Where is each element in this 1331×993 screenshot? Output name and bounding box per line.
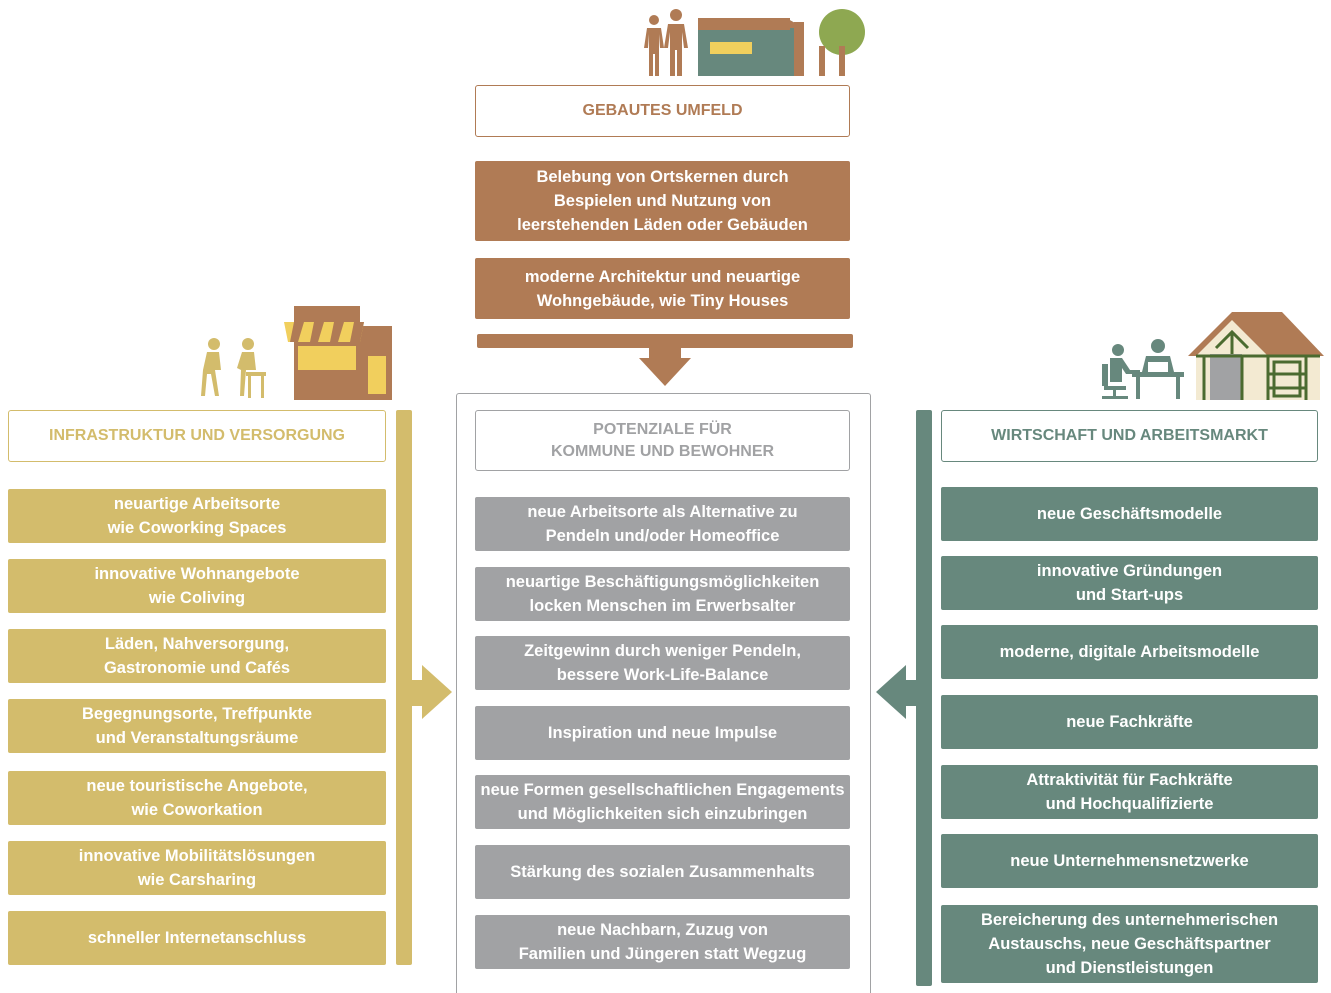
- right-item: Bereicherung des unternehmerischen Austa…: [941, 905, 1318, 983]
- middle-header: POTENZIALE FÜR KOMMUNE UND BEWOHNER: [475, 410, 850, 471]
- left-item: innovative Mobilitätslösungen wie Carsha…: [8, 841, 386, 895]
- middle-item: Inspiration und neue Impulse: [475, 706, 850, 760]
- right-item: neue Unternehmensnetzwerke: [941, 834, 1318, 888]
- middle-item: Zeitgewinn durch weniger Pendeln, besser…: [475, 636, 850, 690]
- right-item: neue Geschäftsmodelle: [941, 487, 1318, 541]
- people-office-house-icon: [1102, 312, 1324, 400]
- middle-item: neue Arbeitsorte als Alternative zu Pend…: [475, 497, 850, 551]
- right-item: moderne, digitale Arbeitsmodelle: [941, 625, 1318, 679]
- left-item: neuartige Arbeitsorte wie Coworking Spac…: [8, 489, 386, 543]
- top-header: GEBAUTES UMFELD: [475, 85, 850, 137]
- left-header: INFRASTRUKTUR UND VERSORGUNG: [8, 410, 386, 462]
- left-item: Begegnungsorte, Treffpunkte und Veransta…: [8, 699, 386, 753]
- right-item: Attraktivität für Fachkräfte und Hochqua…: [941, 765, 1318, 819]
- left-arrow-icon: [876, 410, 932, 986]
- top-item: moderne Architektur und neuartige Wohnge…: [475, 258, 850, 319]
- left-item: neue touristische Angebote, wie Coworkat…: [8, 771, 386, 825]
- middle-item: neue Nachbarn, Zuzug von Familien und Jü…: [475, 915, 850, 969]
- left-item: Läden, Nahversorgung, Gastronomie und Ca…: [8, 629, 386, 683]
- right-header: WIRTSCHAFT UND ARBEITSMARKT: [941, 410, 1318, 462]
- down-arrow-icon: [477, 334, 853, 386]
- middle-item: neuartige Beschäftigungsmöglichkeiten lo…: [475, 567, 850, 621]
- right-arrow-icon: [396, 410, 452, 965]
- middle-item: Stärkung des sozialen Zusammenhalts: [475, 845, 850, 899]
- top-item: Belebung von Ortskernen durch Bespielen …: [475, 161, 850, 241]
- people-house-tree-icon: [644, 9, 865, 76]
- right-item: innovative Gründungen und Start-ups: [941, 556, 1318, 610]
- left-item: schneller Internetanschluss: [8, 911, 386, 965]
- people-cafe-icon: [201, 306, 392, 400]
- right-item: neue Fachkräfte: [941, 695, 1318, 749]
- middle-item: neue Formen gesellschaftlichen Engagemen…: [475, 775, 850, 829]
- left-item: innovative Wohnangebote wie Coliving: [8, 559, 386, 613]
- middle-frame: [456, 393, 871, 993]
